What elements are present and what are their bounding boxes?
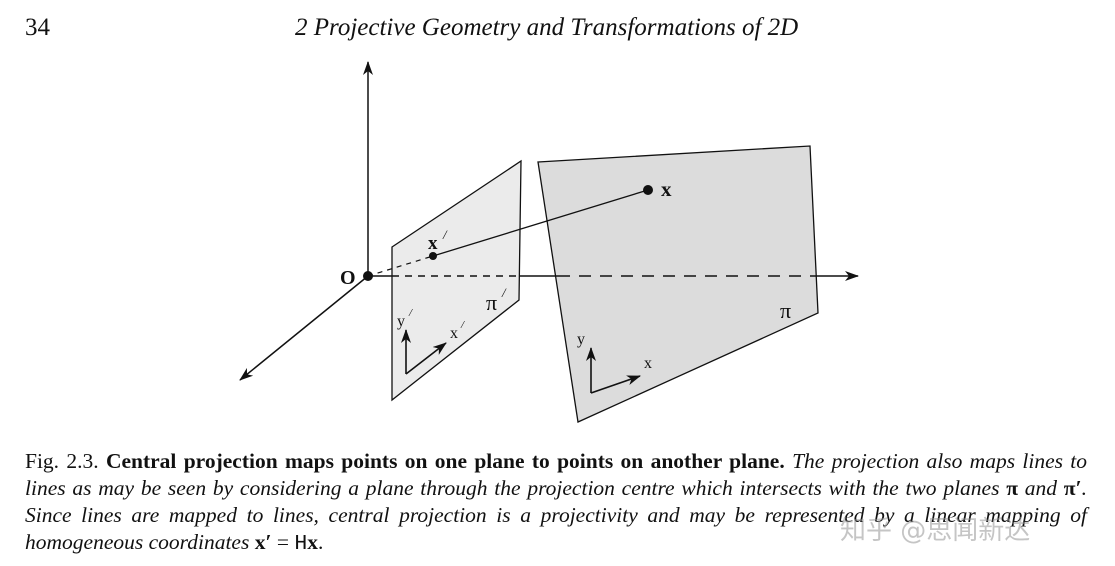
caption-symbol-pi: π (1006, 476, 1019, 500)
projection-ray-solid (432, 189, 649, 257)
plane-pi (537, 145, 819, 423)
equation-lhs: x′ (254, 530, 272, 554)
page-header: 34 2 Projective Geometry and Transformat… (0, 10, 1115, 44)
running-head: 2 Projective Geometry and Transformation… (295, 14, 799, 41)
pi-prime-x-axis (405, 342, 447, 375)
origin-label: O (340, 267, 356, 289)
caption-symbol-pi-prime: π′ (1063, 476, 1082, 500)
pi-prime-y-mark: / (408, 307, 413, 319)
pi-prime-y-label: y (397, 313, 405, 330)
caption-italic-1: The projection also maps lines to lines … (25, 449, 1088, 500)
plane-pi-prime-mark: / (501, 285, 507, 300)
equation-period: . (318, 530, 324, 554)
caption-equation: x′ = Hx. (254, 530, 324, 556)
equation-matrix-h: H (294, 532, 308, 556)
depth-axis (239, 275, 369, 381)
pi-x-axis (590, 375, 641, 394)
figure-caption: Fig. 2.3. Central projection maps points… (25, 448, 1087, 558)
page-number: 34 (25, 14, 50, 41)
origin-point (363, 271, 373, 281)
plane-pi-label: π (780, 298, 791, 323)
plane-pi-prime (391, 159, 522, 402)
pi-x-label: x (644, 355, 652, 372)
central-projection-diagram: O x x / π π / y / x / y x (239, 61, 859, 423)
pi-prime-x-label: x (450, 325, 458, 342)
point-x-prime-label: x (428, 233, 438, 254)
caption-and: and (1024, 476, 1058, 500)
projection-ray-dashed (367, 255, 434, 277)
point-x (643, 185, 653, 195)
point-x-prime (429, 252, 437, 260)
pi-prime-x-mark: / (460, 319, 465, 331)
equation-rhs: x (307, 530, 319, 554)
point-x-prime-mark: / (442, 227, 448, 242)
pi-y-label: y (577, 331, 585, 348)
caption-label: Fig. 2.3. (25, 449, 99, 473)
equation-operator: = (271, 530, 295, 554)
plane-pi-prime-label: π (486, 290, 497, 315)
point-x-label: x (661, 177, 672, 201)
caption-italic-2: . Since lines are mapped to lines, centr… (25, 476, 1087, 554)
caption-bold-text: Central projection maps points on one pl… (105, 449, 785, 473)
